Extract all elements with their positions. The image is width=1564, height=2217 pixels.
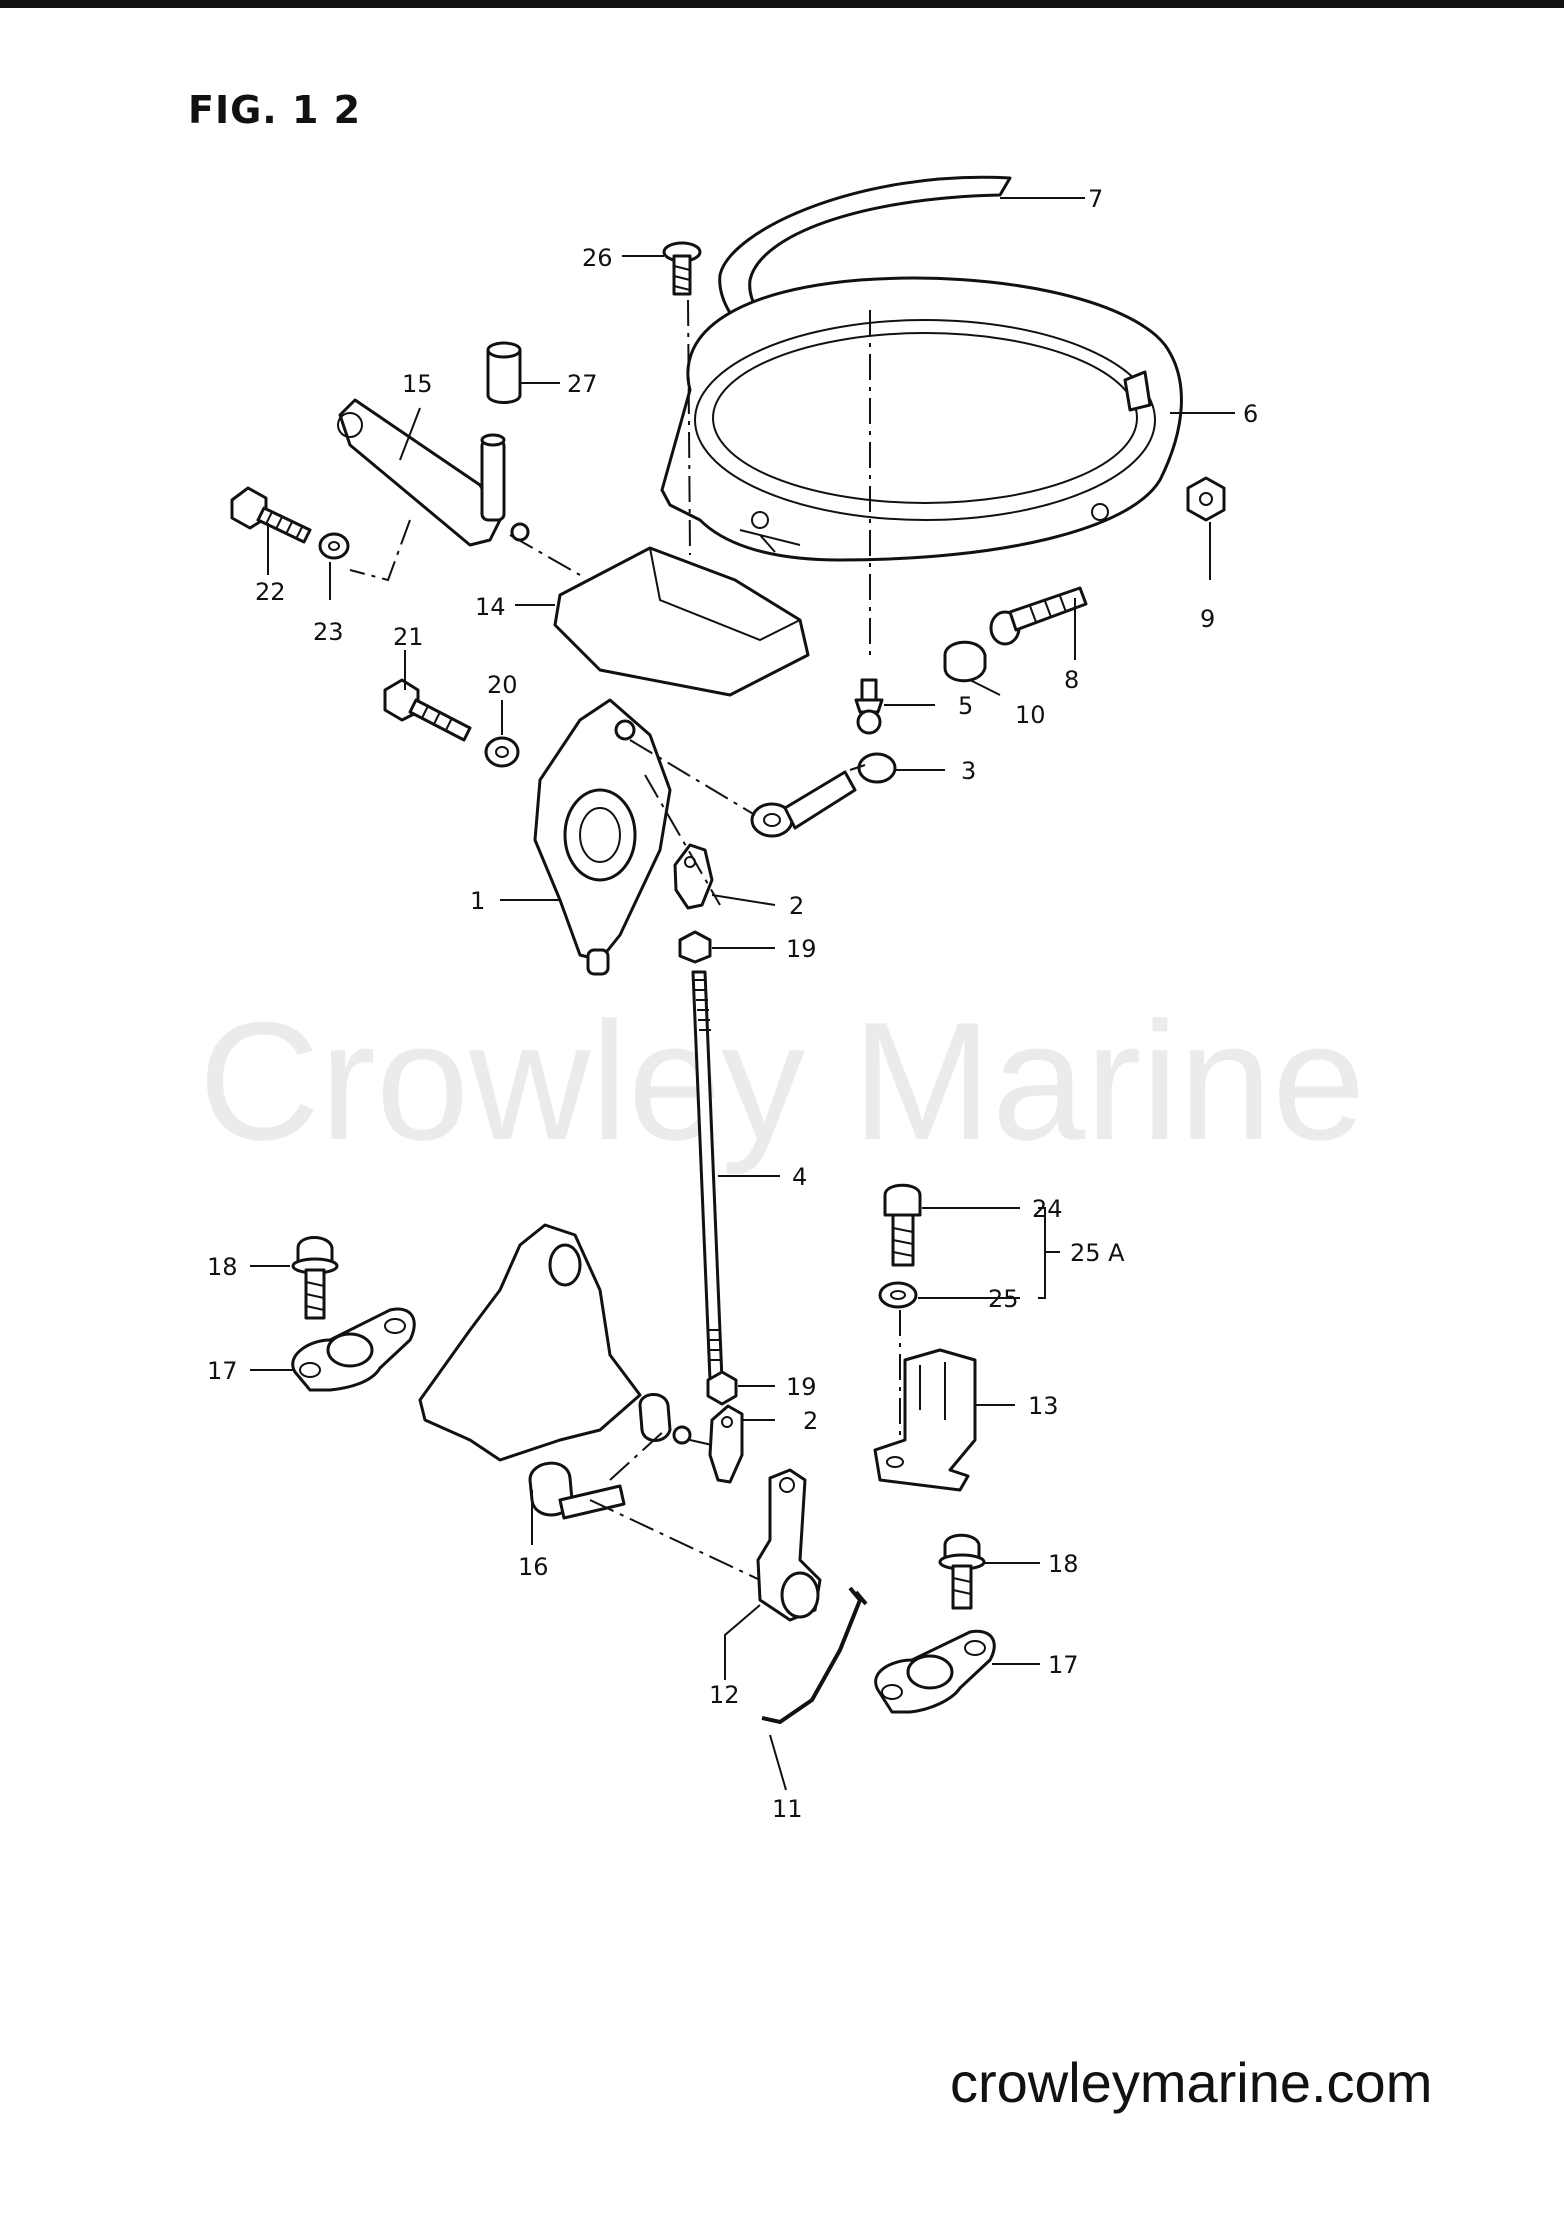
- part-10-cap: [943, 640, 987, 683]
- callout-18-right: 18: [1048, 1550, 1079, 1578]
- callout-25A: 25 A: [1070, 1239, 1125, 1267]
- part-5-ball-stud: [854, 678, 884, 735]
- assembly-lines: [349, 299, 901, 1581]
- callout-12: 12: [709, 1681, 740, 1709]
- part-15-lever: [337, 398, 530, 547]
- callout-26: 26: [582, 244, 613, 272]
- callout-15: 15: [402, 370, 433, 398]
- callout-17-right: 17: [1048, 1651, 1079, 1679]
- callout-23: 23: [313, 618, 344, 646]
- callout-6: 6: [1243, 400, 1258, 428]
- callout-4: 4: [792, 1163, 807, 1191]
- part-16-lever-shaft: [418, 1223, 692, 1520]
- callout-3: 3: [961, 757, 976, 785]
- callout-16: 16: [518, 1553, 549, 1581]
- top-border: [0, 0, 1564, 8]
- callout-2-lower: 2: [803, 1407, 818, 1435]
- callout-14: 14: [475, 593, 506, 621]
- part-9-nut: [1186, 476, 1226, 522]
- callout-5: 5: [958, 692, 973, 720]
- part-17-clamp-left: [291, 1307, 416, 1392]
- callout-22: 22: [255, 578, 286, 606]
- callout-19-upper: 19: [786, 935, 817, 963]
- part-27-cap: [486, 341, 522, 404]
- part-22-bolt: [230, 486, 312, 544]
- callout-17-left: 17: [207, 1357, 238, 1385]
- figure-title: FIG. 1 2: [188, 88, 362, 132]
- part-18-bolt-right: [938, 1533, 986, 1610]
- part-24-bolt: [883, 1183, 922, 1267]
- part-11-wire-clip: [761, 1586, 868, 1725]
- part-18-bolt-left: [291, 1236, 339, 1320]
- callout-11: 11: [772, 1795, 803, 1823]
- part-19-nut-lower: [706, 1370, 738, 1406]
- callout-13: 13: [1028, 1392, 1059, 1420]
- watermark: Crowley Marine: [198, 987, 1366, 1175]
- part-2-link-lower: [708, 1404, 744, 1484]
- part-13-bracket: [873, 1348, 977, 1492]
- part-3-rod-end: [750, 752, 897, 838]
- callout-27: 27: [567, 370, 598, 398]
- leader-lines: [250, 197, 1235, 1791]
- callout-7: 7: [1088, 185, 1103, 213]
- callout-8: 8: [1064, 666, 1079, 694]
- callout-2-upper: 2: [789, 892, 804, 920]
- callout-19-lower: 19: [786, 1373, 817, 1401]
- callout-labels: 7 6 26 27 15 22 23 14 21 20 9 8 10 5 3 1…: [207, 185, 1258, 1823]
- part-25-washer: [878, 1281, 918, 1309]
- part-19-nut-upper: [678, 930, 712, 964]
- callout-18-left: 18: [207, 1253, 238, 1281]
- part-23-washer: [318, 532, 350, 560]
- part-4-rod: [691, 970, 724, 1382]
- part-1-throttle-lever: [533, 698, 672, 976]
- part-2-link-upper: [673, 843, 714, 910]
- callout-9: 9: [1200, 605, 1215, 633]
- part-21-bolt: [383, 678, 472, 742]
- callout-1: 1: [470, 887, 485, 915]
- part-6-bracket-ring: [660, 276, 1183, 562]
- part-17-clamp-right: [874, 1629, 996, 1714]
- callout-25: 25: [988, 1285, 1019, 1313]
- part-8-bolt: [989, 586, 1088, 646]
- callout-20: 20: [487, 671, 518, 699]
- part-12-lever: [756, 1468, 822, 1622]
- callout-10: 10: [1015, 701, 1046, 729]
- callout-21: 21: [393, 623, 424, 651]
- callout-24: 24: [1032, 1195, 1063, 1223]
- website-url: crowleymarine.com: [950, 2051, 1433, 2114]
- part-14-plate: [553, 546, 810, 697]
- part-26-screw: [662, 241, 702, 296]
- part-20-washer: [484, 736, 520, 768]
